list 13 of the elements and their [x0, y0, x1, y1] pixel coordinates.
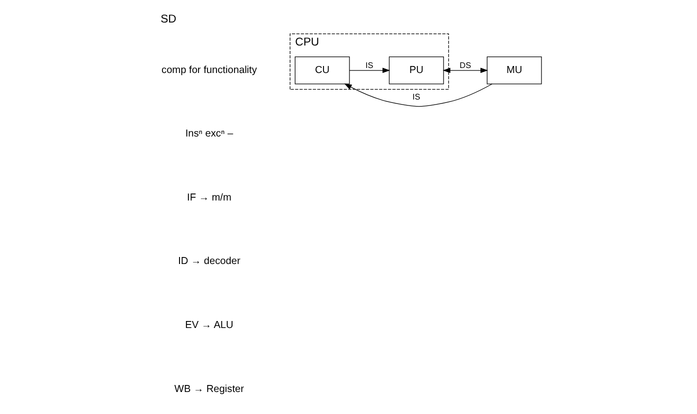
label: EV → ALU: [185, 320, 234, 331]
node-box: PU: [388, 56, 444, 84]
label: WB → Register: [174, 384, 244, 395]
label: ID → decoder: [178, 256, 240, 268]
node-box: MU: [486, 56, 542, 84]
arrow: [349, 68, 390, 74]
node-box: CU: [294, 56, 350, 84]
label: IF → m/m: [187, 192, 232, 204]
diagram-title: SD: [160, 14, 176, 26]
label: Insⁿ excⁿ –: [185, 128, 234, 140]
arrow: [344, 84, 492, 107]
arrow: [442, 68, 488, 74]
label: comp for functionality: [162, 64, 257, 76]
